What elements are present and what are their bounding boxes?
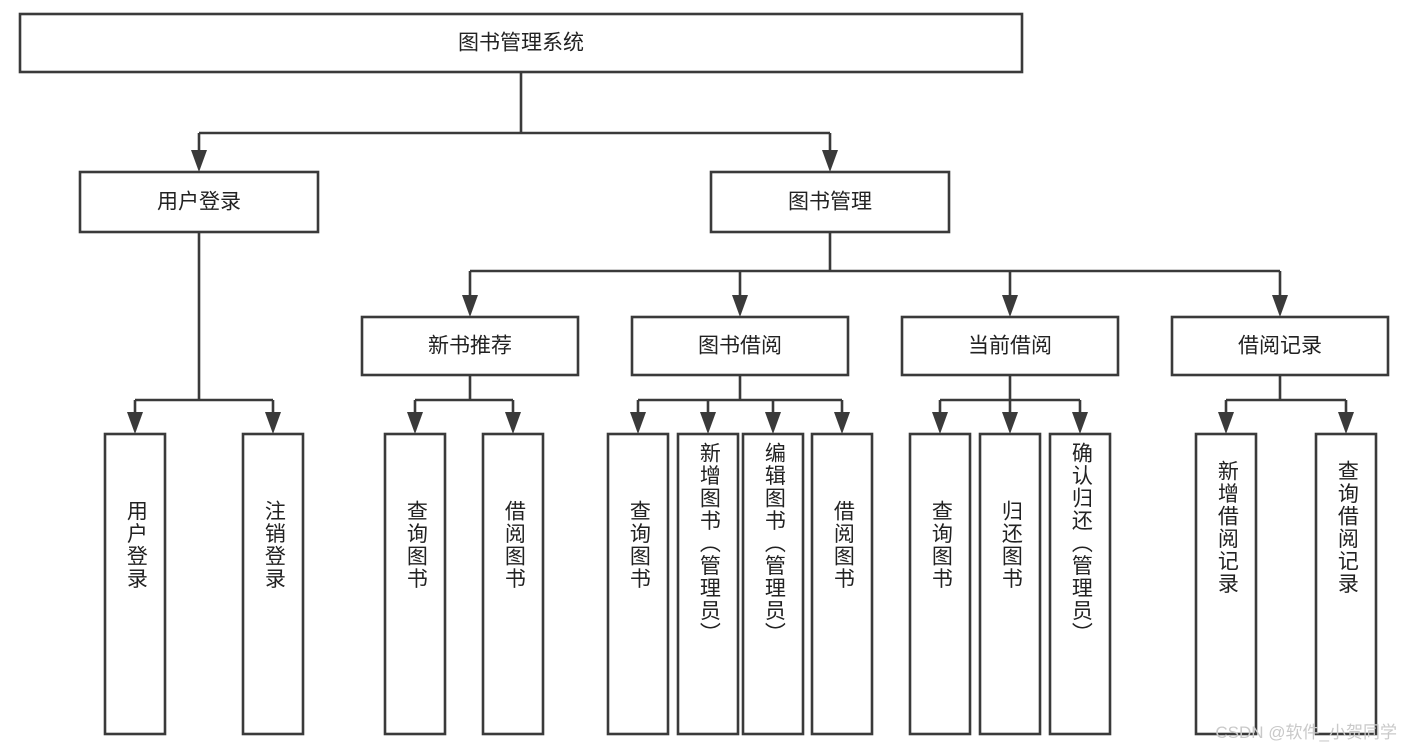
- arrow-bm-to-newbook: [462, 295, 478, 317]
- node-new-book-recommend[interactable]: 新书推荐: [360, 315, 580, 377]
- arrow-newbook-to-leaf2: [505, 412, 521, 434]
- arrow-currentborrow-to-leaf1: [932, 412, 948, 434]
- node-root[interactable]: 图书管理系统: [18, 12, 1024, 74]
- leaf-confirm-return-box[interactable]: [1048, 432, 1112, 736]
- leaf-add-record-box[interactable]: [1194, 432, 1258, 736]
- leaf-query-book-2-box[interactable]: [606, 432, 670, 736]
- node-book-manage-box[interactable]: [709, 170, 951, 234]
- node-new-book-recommend-box[interactable]: [360, 315, 580, 377]
- arrow-borrowrecord-to-leaf1: [1218, 412, 1234, 434]
- arrow-bookborrow-to-leaf2: [700, 412, 716, 434]
- arrow-newbook-to-leaf1: [407, 412, 423, 434]
- arrow-borrowrecord-to-leaf2: [1338, 412, 1354, 434]
- arrow-currentborrow-to-leaf2: [1002, 412, 1018, 434]
- node-user-login[interactable]: 用户登录: [78, 170, 320, 234]
- leaf-query-record-box[interactable]: [1314, 432, 1378, 736]
- node-book-borrow-box[interactable]: [630, 315, 850, 377]
- leaf-add-book-box[interactable]: [676, 432, 740, 736]
- node-borrow-record[interactable]: 借阅记录: [1170, 315, 1390, 377]
- leaf-borrow-book-1-box[interactable]: [481, 432, 545, 736]
- node-book-borrow[interactable]: 图书借阅: [630, 315, 850, 377]
- node-book-manage-label: 图书管理: [788, 191, 872, 214]
- leaf-box-group: [103, 432, 1378, 736]
- leaf-user-login-box[interactable]: [103, 432, 167, 736]
- arrow-bookborrow-to-leaf4: [834, 412, 850, 434]
- node-current-borrow[interactable]: 当前借阅: [900, 315, 1120, 377]
- arrow-root-to-bookmanage: [822, 150, 838, 172]
- leaf-logout-login-box[interactable]: [241, 432, 305, 736]
- arrow-root-to-userlogin: [191, 150, 207, 172]
- arrow-bm-to-currentborrow: [1002, 295, 1018, 317]
- leaf-borrow-book-2-box[interactable]: [810, 432, 874, 736]
- node-book-borrow-label: 图书借阅: [698, 335, 782, 358]
- node-root-label: 图书管理系统: [458, 32, 584, 55]
- leaf-return-book-box[interactable]: [978, 432, 1042, 736]
- node-current-borrow-box[interactable]: [900, 315, 1120, 377]
- node-book-manage[interactable]: 图书管理: [709, 170, 951, 234]
- node-borrow-record-box[interactable]: [1170, 315, 1390, 377]
- node-new-book-recommend-label: 新书推荐: [428, 335, 512, 358]
- leaf-query-book-1-box[interactable]: [383, 432, 447, 736]
- arrow-bm-to-borrowrecord: [1272, 295, 1288, 317]
- node-user-login-box[interactable]: [78, 170, 320, 234]
- node-root-box[interactable]: [18, 12, 1024, 74]
- node-current-borrow-label: 当前借阅: [968, 335, 1052, 358]
- node-user-login-label: 用户登录: [157, 191, 241, 214]
- arrow-userlogin-to-leaf1: [127, 412, 143, 434]
- arrow-currentborrow-to-leaf3: [1072, 412, 1088, 434]
- leaf-edit-book-box[interactable]: [741, 432, 805, 736]
- arrow-bookborrow-to-leaf3: [765, 412, 781, 434]
- arrow-bookborrow-to-leaf1: [630, 412, 646, 434]
- connector-group: [127, 72, 1354, 434]
- node-borrow-record-label: 借阅记录: [1238, 335, 1322, 358]
- arrow-userlogin-to-leaf2: [265, 412, 281, 434]
- leaf-query-book-3-box[interactable]: [908, 432, 972, 736]
- arrow-bm-to-bookborrow: [732, 295, 748, 317]
